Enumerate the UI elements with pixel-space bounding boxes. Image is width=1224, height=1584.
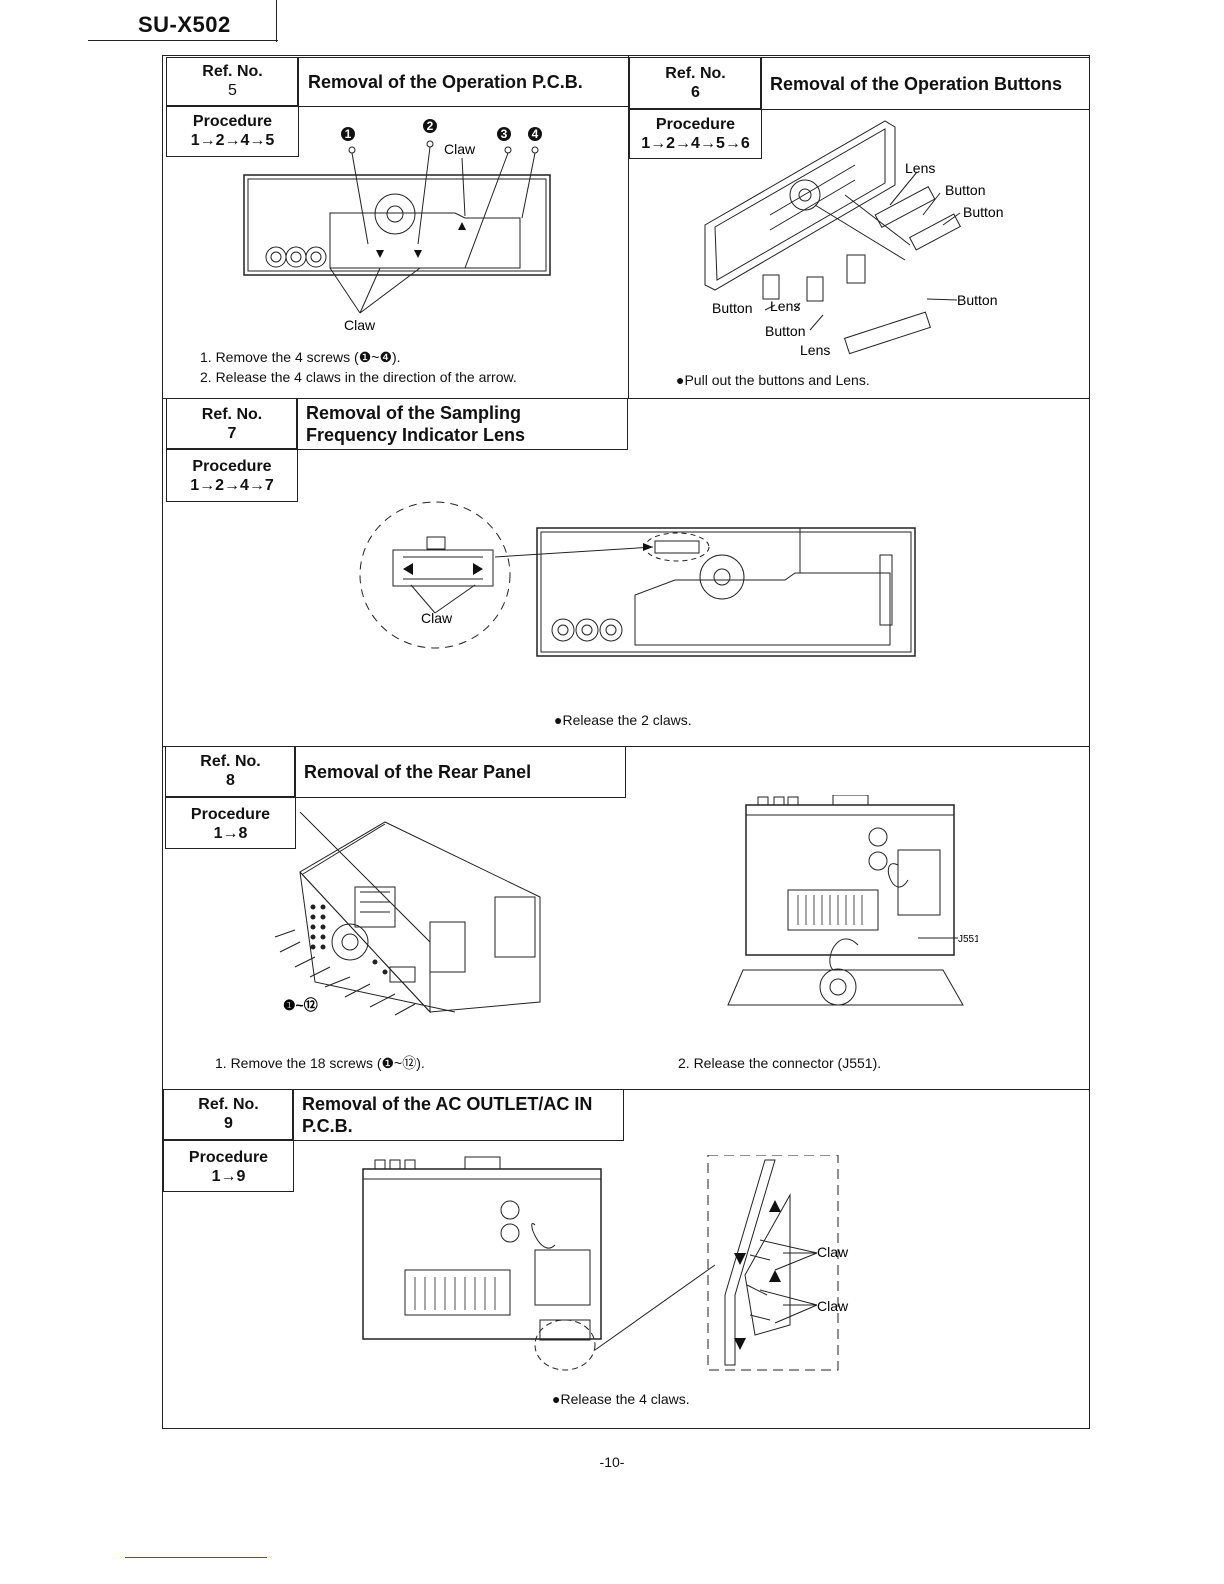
button-label: Button [963, 204, 1003, 220]
screw-number: 3 [501, 127, 508, 141]
claw-label: Claw [421, 610, 453, 626]
section-divider [162, 1089, 1090, 1090]
button-label: Button [712, 300, 752, 316]
button-label: Button [765, 323, 805, 339]
ref-number: 6 [691, 84, 700, 101]
procedure-steps: 1→8 [213, 825, 248, 842]
column-divider [628, 55, 629, 399]
procedure-box-7: Procedure 1→2→4→7 [166, 448, 298, 502]
procedure-steps: 1→9 [211, 1168, 246, 1185]
section-title: Removal of the Rear Panel [304, 762, 532, 782]
ref-label: Ref. No. [202, 63, 263, 80]
ref-number: 7 [227, 425, 237, 442]
procedure-box-5: Procedure 1→2→4→5 [166, 105, 299, 157]
lens-label: Lens [800, 342, 830, 358]
ref-number: 9 [224, 1115, 233, 1132]
page-number: -10- [599, 1454, 625, 1470]
operation-pcb-diagram: 1 2 3 4 Claw Claw [243, 119, 551, 333]
step-2-rear: 2. Release the connector (J551). [678, 1055, 882, 1071]
procedure-label: Procedure [190, 806, 271, 823]
screw-number: 4 [532, 127, 539, 141]
section-divider [162, 746, 1090, 747]
connector-label: J551 [958, 934, 978, 945]
button-label: Button [945, 182, 985, 198]
section-title-line1: Removal of the AC OUTLET/AC IN [302, 1094, 593, 1114]
procedure-label: Procedure [188, 1149, 269, 1166]
claw-label: Claw [817, 1244, 849, 1260]
header-underline [88, 40, 278, 41]
note-9: ●Release the 4 claws. [552, 1391, 690, 1407]
step-1-rear: 1. Remove the 18 screws (❶~⑫). [215, 1055, 425, 1071]
section-title: Removal of the Operation P.C.B. [308, 72, 583, 92]
ref-label: Ref. No. [198, 1096, 259, 1113]
procedure-label: Procedure [192, 113, 273, 130]
outer-frame [162, 55, 1090, 1429]
footnote-rule [125, 1557, 267, 1558]
rear-panel-diagram: ❶~⑫ [274, 812, 541, 1016]
step-1: 1. Remove the 4 screws (❶~❹). [200, 349, 401, 365]
title-box-6: Removal of the Operation Buttons [760, 57, 1090, 110]
button-label: Button [957, 292, 997, 308]
title-box-9: Removal of the AC OUTLET/AC IN P.C.B. [292, 1089, 624, 1141]
screw-range-label: ❶~⑫ [283, 997, 318, 1013]
ref-box-9: Ref. No. 9 [163, 1089, 294, 1141]
header-divider [276, 0, 277, 42]
section-title-line1: Removal of the Sampling [306, 403, 522, 423]
ac-outlet-diagram: Claw Claw [362, 1155, 849, 1371]
ref-box-6: Ref. No. 6 [629, 57, 762, 110]
lens-label: Lens [905, 160, 935, 176]
ref-label: Ref. No. [200, 753, 261, 770]
claw-label: Claw [444, 141, 476, 157]
ref-box-5: Ref. No. 5 [166, 57, 299, 107]
model-number: SU-X502 [138, 12, 231, 37]
claw-label: Claw [344, 317, 376, 333]
step-2: 2. Release the 4 claws in the direction … [200, 369, 517, 385]
procedure-box-8: Procedure 1→8 [165, 796, 296, 849]
screw-number: 1 [345, 127, 352, 141]
procedure-steps: 1→2→4→5→6 [641, 135, 750, 152]
connector-diagram: J551 [727, 795, 978, 1006]
note-7: ●Release the 2 claws. [554, 712, 692, 728]
section-title: Removal of the Operation Buttons [770, 74, 1063, 94]
section-title-line2: P.C.B. [302, 1116, 353, 1136]
procedure-label: Procedure [655, 116, 736, 133]
lens-label: Lens [770, 298, 800, 314]
title-box-5: Removal of the Operation P.C.B. [297, 57, 629, 107]
note-6: ●Pull out the buttons and Lens. [676, 372, 870, 388]
section-title-line2: Frequency Indicator Lens [306, 425, 526, 445]
procedure-steps: 1→2→4→7 [190, 477, 274, 494]
ref-box-8: Ref. No. 8 [165, 746, 296, 798]
procedure-box-6: Procedure 1→2→4→5→6 [629, 108, 762, 159]
procedure-label: Procedure [192, 458, 272, 475]
claw-label: Claw [817, 1298, 849, 1314]
ref-number: 5 [228, 82, 237, 99]
ref-number: 8 [226, 772, 235, 789]
title-box-8: Removal of the Rear Panel [294, 746, 626, 798]
procedure-box-9: Procedure 1→9 [163, 1139, 294, 1192]
title-box-7: Removal of the Sampling Frequency Indica… [296, 398, 628, 450]
indicator-lens-diagram: Claw [359, 501, 916, 657]
ref-box-7: Ref. No. 7 [166, 398, 298, 450]
ref-label: Ref. No. [665, 65, 726, 82]
procedure-steps: 1→2→4→5 [190, 132, 275, 149]
screw-number: 2 [427, 119, 434, 133]
operation-buttons-diagram: Lens Button Button Button Button Lens Bu… [704, 120, 1003, 358]
ref-label: Ref. No. [201, 406, 263, 423]
